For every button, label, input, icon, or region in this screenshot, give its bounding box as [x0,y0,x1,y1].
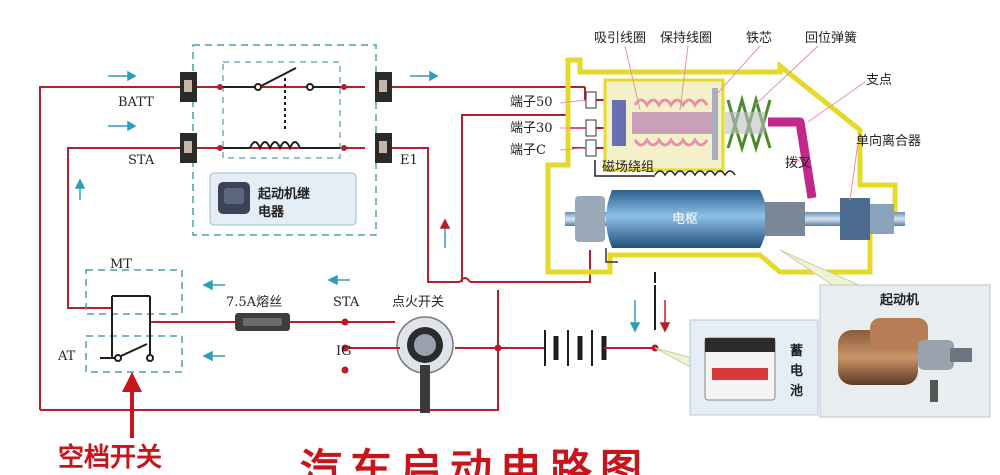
caption-diagram-title: 汽车启动电路图 [300,445,650,475]
battery-symbol [544,330,659,366]
label-terminal-50: 端子50 [510,95,553,110]
label-return-spring: 回位弹簧 [805,30,857,46]
wiring [39,86,655,411]
label-battery-3: 池 [790,383,803,399]
label-sta-left: STA [128,153,155,168]
label-sta-switch: STA [333,295,360,310]
label-ignition-switch: 点火开关 [392,295,444,310]
caption-neutral-switch: 空档开关 [58,442,162,473]
label-shift-fork: 拨叉 [785,156,811,171]
label-pull-in-coil: 吸引线圈 [594,31,646,46]
relay-internal [223,67,340,151]
label-field-winding: 磁场绕组 [602,160,654,175]
at-box [85,335,183,373]
relay-connectors [180,72,392,163]
label-batt: BATT [118,95,154,110]
label-terminal-c: 端子C [510,143,546,158]
starter-cutaway [545,57,905,330]
label-e1: E1 [400,153,418,168]
label-ig: IG [336,344,352,359]
label-armature: 电枢 [672,212,698,227]
mt-box [85,269,183,315]
neutral-switch-contacts [100,295,154,362]
label-battery-1: 蓄 [790,343,803,359]
label-at: AT [57,349,76,364]
neutral-switch-pointer [122,372,142,438]
label-hold-coil: 保持线圈 [660,31,712,46]
label-relay-1: 起动机继 [257,186,310,202]
label-relay-2: 电器 [258,204,285,220]
label-battery-2: 电 [790,363,803,379]
callout-lines [559,45,866,201]
label-terminal-30: 端子30 [510,121,553,136]
label-pivot: 支点 [866,73,892,88]
label-one-way-clutch: 单向离合器 [856,133,921,149]
current-flow-arrows [74,70,671,362]
label-iron-core: 铁芯 [746,31,772,46]
label-mt: MT [110,257,132,272]
starter-image [838,318,972,402]
label-starter-motor: 起动机 [879,292,919,308]
label-fuse: 7.5A熔丝 [226,295,282,310]
ignition-switch [341,316,502,413]
